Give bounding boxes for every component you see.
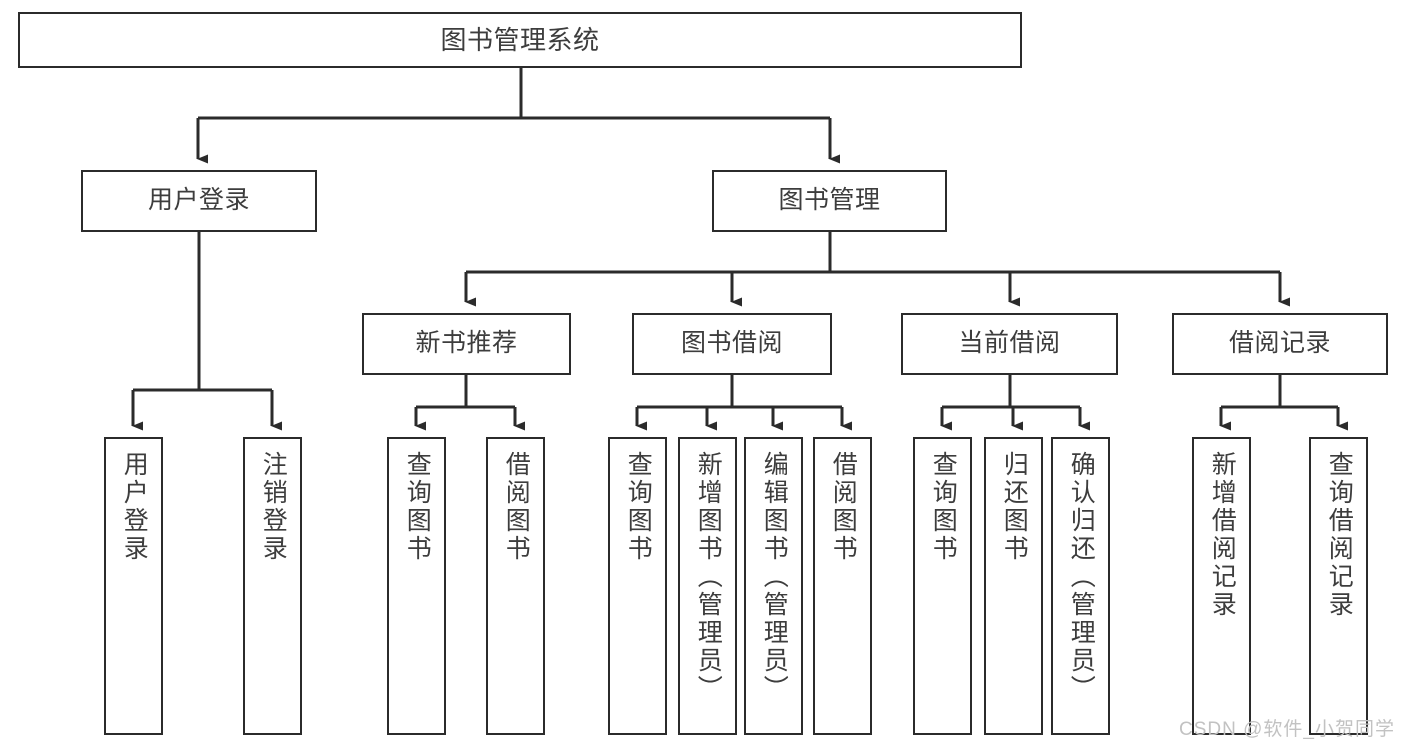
node-leaf-5[interactable]: 查询图书	[608, 437, 667, 735]
node-leaf-7[interactable]: 编辑图书（管理员）	[744, 437, 803, 735]
node-bookmgmt[interactable]: 图书管理	[712, 170, 947, 232]
node-label: 确认归还（管理员）	[1067, 451, 1096, 703]
node-label: 新增图书（管理员）	[694, 451, 723, 703]
node-label: 归还图书	[1000, 451, 1029, 563]
node-label: 用户登录	[120, 451, 149, 563]
node-label: 查询借阅记录	[1325, 451, 1354, 619]
node-current[interactable]: 当前借阅	[901, 313, 1118, 375]
node-borrow[interactable]: 图书借阅	[632, 313, 832, 375]
node-label: 借阅图书	[502, 451, 531, 563]
node-records[interactable]: 借阅记录	[1172, 313, 1388, 375]
node-leaf-3[interactable]: 查询图书	[387, 437, 446, 735]
node-leaf-10[interactable]: 归还图书	[984, 437, 1043, 735]
node-label: 编辑图书（管理员）	[760, 451, 789, 703]
csdn-watermark: CSDN @软件_小贺同学	[1179, 719, 1395, 740]
node-label: 借阅图书	[829, 451, 858, 563]
node-leaf-12[interactable]: 新增借阅记录	[1192, 437, 1251, 735]
node-leaf-6[interactable]: 新增图书（管理员）	[678, 437, 737, 735]
node-leaf-8[interactable]: 借阅图书	[813, 437, 872, 735]
node-label: 注销登录	[259, 451, 288, 563]
node-label: 查询图书	[403, 451, 432, 563]
node-leaf-2[interactable]: 注销登录	[243, 437, 302, 735]
node-label: 查询图书	[929, 451, 958, 563]
node-label: 图书借阅	[680, 329, 783, 358]
node-label: 用户登录	[147, 186, 250, 215]
node-leaf-4[interactable]: 借阅图书	[486, 437, 545, 735]
node-label: 新增借阅记录	[1208, 451, 1237, 619]
node-label: 图书管理系统	[440, 24, 600, 55]
node-label: 查询图书	[624, 451, 653, 563]
node-login[interactable]: 用户登录	[81, 170, 317, 232]
node-label: 借阅记录	[1228, 329, 1331, 358]
node-leaf-11[interactable]: 确认归还（管理员）	[1051, 437, 1110, 735]
node-label: 新书推荐	[415, 329, 518, 358]
node-leaf-1[interactable]: 用户登录	[104, 437, 163, 735]
node-leaf-9[interactable]: 查询图书	[913, 437, 972, 735]
node-newbooks[interactable]: 新书推荐	[362, 313, 571, 375]
node-label: 图书管理	[778, 186, 881, 215]
node-label: 当前借阅	[958, 329, 1061, 358]
node-root[interactable]: 图书管理系统	[18, 12, 1022, 68]
node-leaf-13[interactable]: 查询借阅记录	[1309, 437, 1368, 735]
